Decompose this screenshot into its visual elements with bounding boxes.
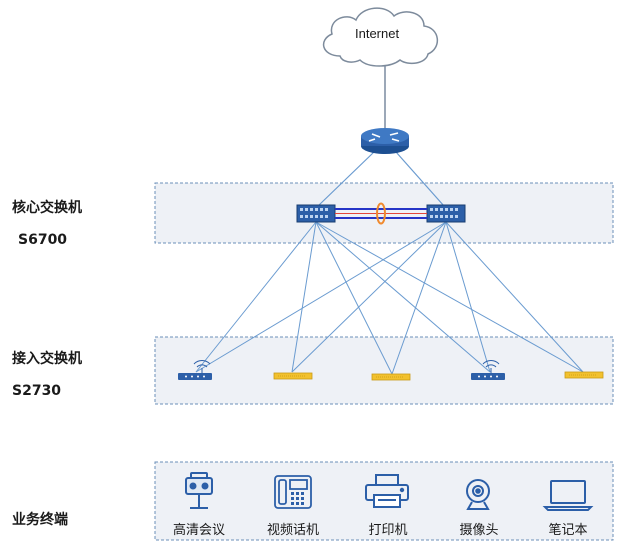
access-ap-switch-1 <box>178 360 212 380</box>
terminal-label-laptop: 笔记本 <box>548 523 588 538</box>
terminal-label-camera: 摄像头 <box>459 523 499 538</box>
terminal-layer-label: 业务终端 <box>12 512 68 528</box>
internet-label: Internet <box>355 26 400 41</box>
video-phone-icon <box>274 475 312 509</box>
access-ap-switch-4 <box>471 360 505 380</box>
core-layer-label: 核心交换机 <box>12 200 82 216</box>
stack-link <box>335 202 427 225</box>
core-switch-model: S6700 <box>18 232 68 248</box>
internet-cloud <box>322 7 438 67</box>
access-switch-5 <box>564 371 604 379</box>
access-layer-label: 接入交换机 <box>12 351 82 367</box>
terminal-label-printer: 打印机 <box>368 523 408 538</box>
core-switch-2 <box>426 204 466 223</box>
access-switch-3 <box>371 373 411 381</box>
terminal-label-video-phone: 视频话机 <box>266 523 319 538</box>
router-core-link-1 <box>317 151 375 207</box>
core-switch-1 <box>296 204 336 223</box>
camera-icon <box>466 479 490 510</box>
printer-icon <box>365 474 409 508</box>
laptop-icon <box>542 480 594 511</box>
access-switch-model: S2730 <box>12 383 62 399</box>
access-switch-2 <box>273 372 313 380</box>
terminal-label-video-conference: 高清会议 <box>172 523 225 538</box>
video-conference-icon <box>185 472 213 509</box>
access-layer-zone <box>154 336 614 405</box>
router-core-link-2 <box>395 151 445 207</box>
router-icon <box>361 128 409 154</box>
core-access-links <box>195 221 584 375</box>
